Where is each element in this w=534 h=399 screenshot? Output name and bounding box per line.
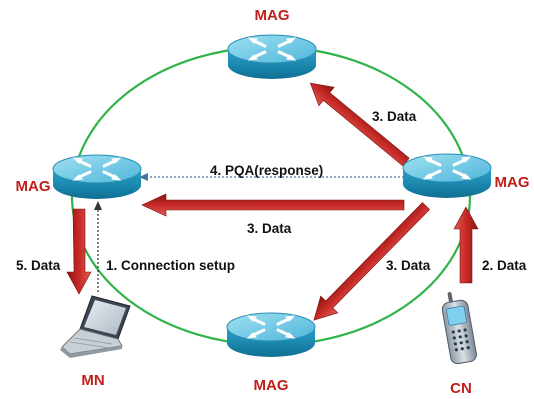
- laptop-icon: [60, 295, 131, 358]
- data-arrow-right-to-bottom: [313, 202, 430, 321]
- mag-router-bottom-icon: [225, 311, 317, 359]
- flow-label-pqa-response: 4. PQA(response): [210, 163, 323, 178]
- network-ring: [70, 45, 472, 347]
- data-arrow-right-to-left: [141, 193, 405, 217]
- data-arrow-cn-to-right: [453, 206, 479, 284]
- flow-label-connection-setup: 1. Connection setup: [106, 258, 235, 273]
- flow-label-mn-data: 5. Data: [16, 258, 61, 273]
- mag-router-right-icon: [401, 152, 493, 200]
- flow-label-data-right-to-top: 3. Data: [372, 109, 417, 124]
- mag-label-right: MAG: [495, 174, 530, 191]
- mag-router-left-icon: [51, 153, 143, 201]
- data-arrow-right-to-top: [309, 82, 410, 167]
- mag-label-bottom: MAG: [254, 377, 289, 394]
- mobile-phone-icon: [441, 292, 477, 365]
- mag-label-top: MAG: [255, 7, 290, 24]
- pqa-response-arrowhead: [139, 173, 148, 181]
- connection-setup-arrowhead: [94, 201, 102, 210]
- flow-label-data-right-to-left: 3. Data: [247, 221, 292, 236]
- mag-label-left: MAG: [16, 178, 51, 195]
- flow-label-cn-data: 2. Data: [482, 258, 527, 273]
- cn-label: CN: [450, 380, 472, 397]
- data-arrow-left-to-mn: [66, 208, 92, 295]
- mag-router-top-icon: [226, 33, 318, 81]
- mn-label: MN: [81, 372, 104, 389]
- flow-label-data-right-to-bottom: 3. Data: [386, 258, 431, 273]
